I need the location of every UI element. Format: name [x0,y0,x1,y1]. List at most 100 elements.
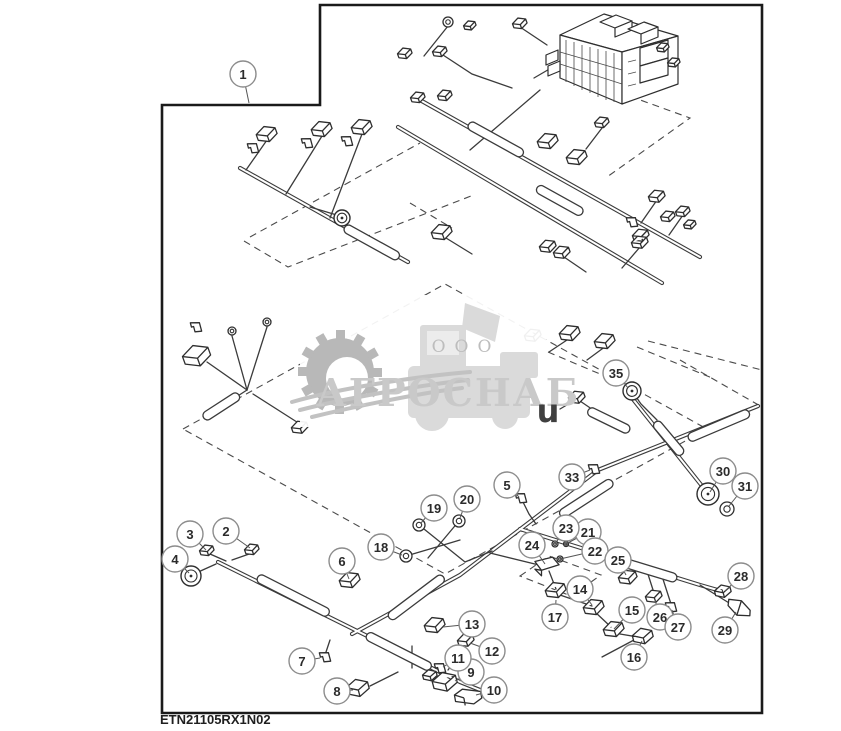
callout-23[interactable]: 23 [552,514,580,545]
connector-icon [558,324,581,342]
callout-circle[interactable] [328,547,356,575]
clip-icon [189,322,203,333]
callout-circle[interactable] [558,463,586,491]
callout-number: 29 [718,623,732,638]
boot-terminal-icon [227,326,237,336]
callout-4[interactable]: 4 [161,545,190,574]
callout-circle[interactable] [420,494,448,522]
round-connector-icon [696,482,720,506]
callout-circle[interactable] [493,471,521,499]
callout-12[interactable]: 12 [469,637,506,665]
callout-circle[interactable] [727,562,755,590]
callout-25[interactable]: 25 [604,546,632,576]
connector-icon [666,57,681,68]
callout-3[interactable]: 3 [176,520,207,551]
connector-icon [552,245,571,259]
callout-circle[interactable] [229,60,257,88]
callout-27[interactable]: 27 [664,609,692,641]
callout-circle[interactable] [552,514,580,542]
callout-2[interactable]: 2 [212,517,251,549]
callout-circle[interactable] [620,643,648,671]
callout-circle[interactable] [176,520,204,548]
callout-circle[interactable] [444,644,472,672]
connector-icon [593,116,610,129]
callout-circle[interactable] [480,676,508,704]
callout-number: 2 [222,524,229,539]
connector-icon [181,344,212,367]
callout-30[interactable]: 30 [709,457,737,493]
callout-number: 1 [239,67,246,82]
callout-number: 16 [627,650,641,665]
callout-circle[interactable] [478,637,506,665]
callout-circle[interactable] [604,546,632,574]
clip-icon [587,464,601,475]
callout-number: 4 [171,552,179,567]
connector-icon [659,210,676,223]
callout-10[interactable]: 10 [475,676,508,704]
connector-glyphs [180,16,751,706]
callout-circle[interactable] [323,677,351,705]
callout-circle[interactable] [518,531,546,559]
callout-circle[interactable] [541,603,569,631]
callout-number: 24 [525,538,540,553]
callout-number: 21 [581,525,595,540]
callout-number: 30 [716,464,730,479]
callout-22[interactable]: 22 [559,537,609,565]
callout-circle[interactable] [709,457,737,485]
callout-circle[interactable] [664,613,692,641]
callout-number: 14 [573,582,588,597]
callout-15[interactable]: 15 [613,596,646,630]
callout-16[interactable]: 16 [620,640,648,671]
callout-35[interactable]: 35 [602,359,630,389]
callout-circle[interactable] [458,610,486,638]
callout-7[interactable]: 7 [288,647,321,675]
connector-icon [310,120,333,138]
callout-circle[interactable] [602,359,630,387]
callout-20[interactable]: 20 [453,485,481,519]
callout-number: 8 [333,684,340,699]
screw-icon [562,540,570,548]
callout-13[interactable]: 13 [442,610,486,638]
callout-31[interactable]: 31 [728,472,759,507]
callout-number: 3 [186,527,193,542]
callout-circle[interactable] [212,517,240,545]
connector-icon [423,616,446,634]
connector-icon [421,669,438,682]
callout-circle[interactable] [618,596,646,624]
connector-icon [462,20,477,31]
callout-14[interactable]: 14 [566,575,594,606]
round-connector-icon [180,565,202,587]
callout-number: 6 [338,554,345,569]
callout-circle[interactable] [711,616,739,644]
callout-5[interactable]: 5 [493,471,521,499]
callout-number: 17 [548,610,562,625]
callout-circle[interactable] [566,575,594,603]
callout-33[interactable]: 33 [558,463,591,491]
callout-number: 13 [465,617,479,632]
callout-6[interactable]: 6 [328,547,356,580]
callout-17[interactable]: 17 [541,599,569,631]
callout-circle[interactable] [161,545,189,573]
clip-icon [340,136,354,147]
watermark-stray-letter: u [537,392,560,430]
callout-24[interactable]: 24 [518,531,546,565]
dashed-sheet-outlines [181,83,763,597]
callout-19[interactable]: 19 [420,494,448,524]
callout-8[interactable]: 8 [323,677,354,705]
connector-icon [511,17,528,30]
callout-29[interactable]: 29 [711,611,739,644]
callout-circle[interactable] [288,647,316,675]
callout-circle[interactable] [731,472,759,500]
callout-28[interactable]: 28 [724,562,755,592]
callout-circle[interactable] [453,485,481,513]
connector-icon [538,239,557,253]
callout-1[interactable]: 1 [229,60,257,104]
callout-11[interactable]: 11 [442,644,472,672]
callout-number: 11 [451,651,465,666]
callout-18[interactable]: 18 [367,533,403,561]
callout-circle[interactable] [367,533,395,561]
connector-icon [602,620,625,638]
ring-terminal-icon [399,549,413,563]
callout-number: 31 [738,479,752,494]
